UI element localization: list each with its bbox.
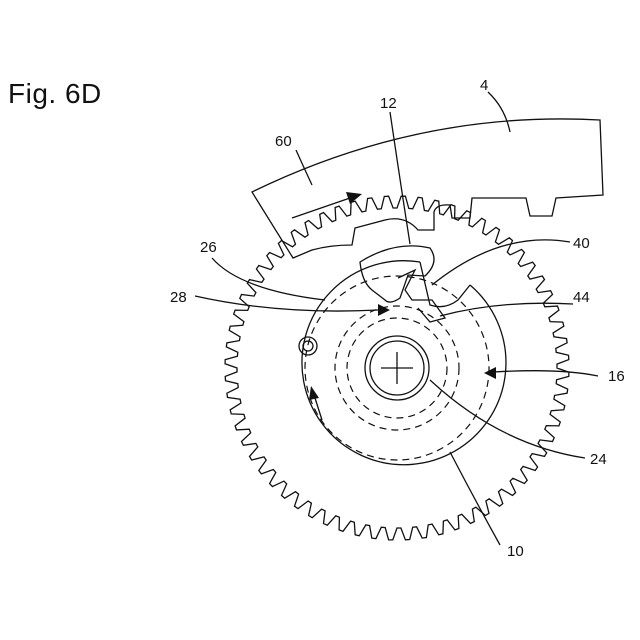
label-4: 4 xyxy=(480,77,488,94)
label-28: 28 xyxy=(170,289,187,306)
label-44: 44 xyxy=(573,289,590,306)
label-40: 40 xyxy=(573,235,590,252)
label-16: 16 xyxy=(608,368,625,385)
leader-4 xyxy=(488,92,510,132)
label-26: 26 xyxy=(200,239,217,256)
label-12: 12 xyxy=(380,95,397,112)
leader-28-arrowhead xyxy=(378,304,390,316)
label-60: 60 xyxy=(275,133,292,150)
pin xyxy=(299,337,317,355)
leader-26 xyxy=(212,258,325,300)
label-10: 10 xyxy=(507,543,524,560)
rotation-arrow-line xyxy=(315,398,322,420)
leader-28 xyxy=(195,296,378,311)
disc xyxy=(302,261,506,465)
leader-16-arrowhead xyxy=(484,367,496,379)
pawl-hook xyxy=(398,270,445,322)
motion-arrowhead xyxy=(346,192,362,204)
leader-40 xyxy=(432,240,570,285)
leader-10 xyxy=(450,452,500,545)
leader-12 xyxy=(390,112,410,244)
rotation-arrowhead xyxy=(309,386,319,400)
leader-24 xyxy=(430,380,585,458)
leader-60 xyxy=(296,150,312,185)
leader-16 xyxy=(493,371,598,376)
label-24: 24 xyxy=(590,451,607,468)
